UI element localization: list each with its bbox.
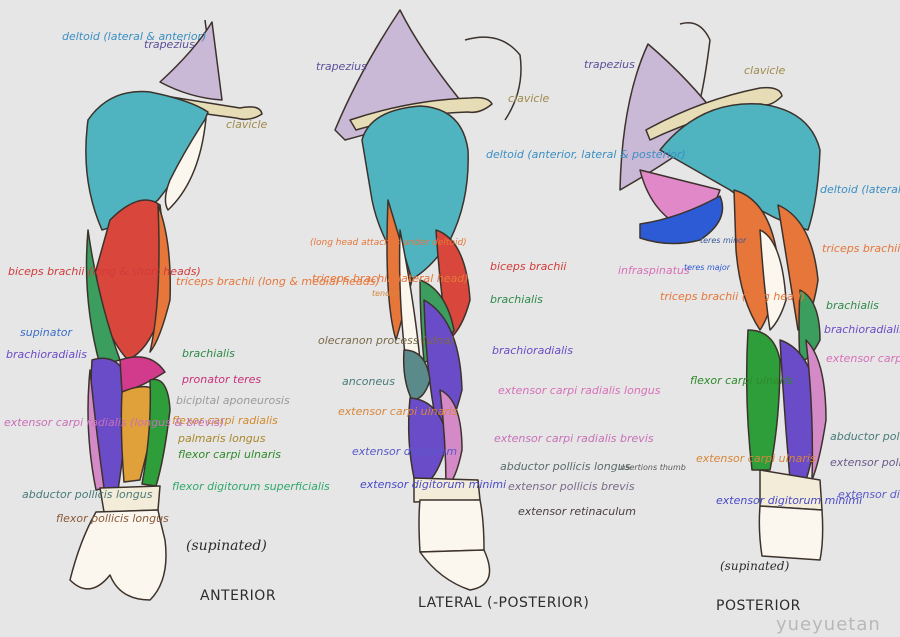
trapezius-muscle (159, 21, 223, 101)
label-brachialis-posterior: brachialis (826, 299, 879, 312)
triceps-tendon-posterior (759, 229, 787, 331)
title-posterior: POSTERIOR (716, 598, 801, 614)
title-lateral: LATERAL (-POSTERIOR) (418, 595, 589, 611)
extensor-radialis-posterior (805, 339, 827, 481)
label-teres-major-posterior: teres major (684, 263, 731, 272)
label-triceps-left-posterior: triceps brachii (long head) (660, 290, 805, 303)
label-palmaris-anterior: palmaris longus (177, 432, 266, 445)
teres-major-muscle (639, 195, 724, 245)
supinated-posterior: (supinated) (720, 559, 790, 573)
label-biceps-anterior: biceps brachii (long & short heads) (8, 265, 201, 278)
label-clavicle-lateral: clavicle (508, 92, 550, 105)
label-ext-carpi-ulnaris-posterior: extensor carpi ulnaris (696, 452, 816, 465)
label-brachioradialis-posterior: brachioradialis (824, 323, 900, 336)
label-triceps-lateral: triceps brachii (lateral head) (312, 272, 469, 285)
label-ext-digitorum-posterior: extensor digitorum (838, 488, 900, 501)
label-thumb-lateral: insertions thumb (618, 463, 686, 472)
label-deltoid-lateral: deltoid (anterior, lateral & posterior) (486, 148, 686, 161)
neck-outline-posterior (679, 22, 711, 101)
watermark: yueyuetan (776, 614, 881, 635)
hand-lateral (419, 549, 491, 591)
label-teres-minor-posterior: teres minor (700, 236, 747, 245)
label-ext-radialis-posterior: extensor carpi radialis longus & brevis (826, 352, 900, 365)
label-triceps-right-posterior: triceps brachii (lateral head) (822, 242, 900, 255)
neck-outline-lateral (464, 36, 522, 121)
label-brachialis-anterior: brachialis (182, 347, 235, 360)
label-flexor-ulnaris-anterior: flexor carpi ulnaris (178, 448, 281, 461)
flexor-carpi-ulnaris-muscle (141, 378, 171, 487)
anterior-labels: deltoid (lateral & anterior) trapezius c… (4, 30, 380, 525)
label-trapezius-posterior: trapezius (584, 58, 635, 71)
hand (69, 509, 167, 601)
titles: (supinated) ANTERIOR LATERAL (-POSTERIOR… (186, 538, 801, 614)
wrist-lateral (418, 499, 485, 553)
supinated-anterior: (supinated) (186, 538, 267, 554)
extensor-carpi-radialis-muscle (87, 369, 105, 491)
label-ext-pollicis-posterior: extensor pollicis brevis (830, 456, 900, 469)
label-brachialis-lateral: brachialis (490, 293, 543, 306)
label-flexor-ulnaris-posterior: flexor carpi ulnaris (690, 374, 793, 387)
label-triceps-long-lateral: (long head attaches under deltoid) (310, 238, 467, 248)
label-bicipital-anterior: bicipital aponeurosis (176, 394, 290, 407)
wrist-posterior (758, 505, 824, 561)
label-ext-ulnaris-lateral: extensor carpi ulnaris (338, 405, 458, 418)
label-supinator-anterior: supinator (20, 326, 73, 339)
label-ext-pollicis-lateral: extensor pollicis brevis (508, 480, 635, 493)
label-trapezius-lateral: trapezius (316, 60, 367, 73)
label-abductor-posterior: abductor pollicis longus (830, 430, 900, 443)
label-deltoid-posterior: deltoid (lateral & posterior) (820, 183, 900, 196)
label-retinaculum-lateral: extensor retinaculum (518, 505, 636, 518)
anconeus-muscle-lateral (402, 349, 431, 401)
label-infraspinatus-posterior: infraspinatus (618, 264, 690, 277)
label-brachioradialis-anterior: brachioradialis (6, 348, 87, 361)
label-ext-radialis-brevis-lateral: extensor carpi radialis brevis (494, 432, 654, 445)
label-flexor-radialis-anterior: flexor carpi radialis (172, 414, 278, 427)
label-flexor-digitorum-anterior: flexor digitorum superficialis (172, 480, 330, 493)
label-deltoid-anterior: deltoid (lateral & anterior) (62, 30, 206, 43)
label-ext-radialis-longus-lateral: extensor carpi radialis longus (498, 384, 661, 397)
label-flexor-pollicis-anterior: flexor pollicis longus (56, 512, 169, 525)
label-trapezius-anterior: trapezius (144, 38, 195, 51)
label-brachioradialis-lateral: brachioradialis (492, 344, 573, 357)
lateral-labels: trapezius clavicle deltoid (anterior, la… (310, 60, 686, 518)
triceps-muscle (149, 204, 171, 353)
label-pronator-anterior: pronator teres (181, 373, 261, 386)
posterior-arm (619, 22, 827, 561)
label-abd-pollicis-lateral: abductor pollicis longus (500, 460, 631, 473)
label-clavicle-posterior: clavicle (744, 64, 786, 77)
extensor-radialis-lateral (439, 389, 463, 489)
label-ext-digitorum-lateral: extensor digitorum (352, 445, 457, 458)
label-extensor-radialis-anterior: extensor carpi radialis (longus & brevis… (4, 416, 224, 429)
posterior-labels: trapezius clavicle deltoid (lateral & po… (584, 58, 900, 507)
label-anconeus-lateral: anconeus (342, 375, 395, 388)
anterior-arm (69, 19, 263, 601)
flexor-carpi-ulnaris-posterior (745, 329, 781, 471)
extensor-digitorum-posterior (779, 339, 819, 481)
label-tendon-lateral: tendon (372, 289, 400, 298)
label-olecranon-lateral: olecranon process (ulna) (318, 334, 454, 347)
title-anterior: ANTERIOR (200, 588, 276, 604)
label-abductor-anterior: abductor pollicis longus (22, 488, 153, 501)
label-clavicle-anterior: clavicle (226, 118, 268, 131)
pectoral-fibers (164, 117, 207, 211)
lateral-arm (334, 9, 522, 591)
label-ext-digitorum-minimi-posterior: extensor digitorum minimi (716, 494, 862, 507)
label-biceps-lateral: biceps brachii (490, 260, 566, 273)
label-ext-minimi-lateral: extensor digitorum minimi (360, 478, 506, 491)
label-triceps-anterior: triceps brachii (long & medial heads) (176, 275, 380, 288)
extensor-digitorum-lateral (407, 397, 449, 481)
